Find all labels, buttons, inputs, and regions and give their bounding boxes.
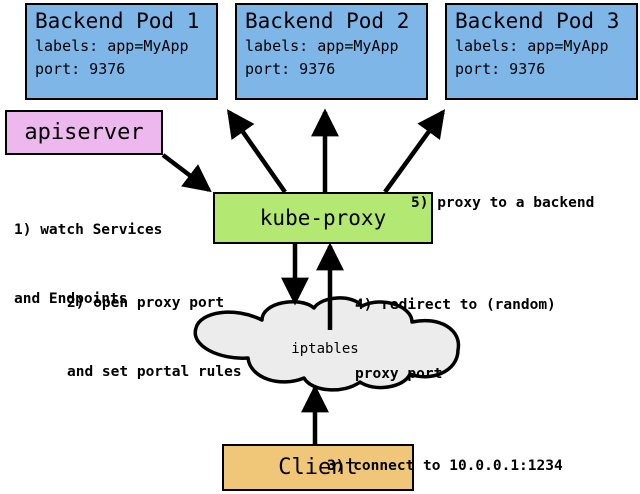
- arrow-kubeproxy-to-pod-1: [227, 109, 287, 194]
- step-5-label: 5) proxy to a backend: [411, 146, 594, 261]
- step-1-line-2: and Endpoints: [14, 291, 128, 307]
- step-4-label: 4) redirect to (random) proxy port: [355, 248, 556, 432]
- backend-pod-2[interactable]: Backend Pod 2 labels: app=MyApp port: 93…: [235, 3, 428, 100]
- step-2-line-1: 2) open proxy port: [67, 295, 225, 311]
- step-2-line-2: and set portal rules: [67, 364, 242, 380]
- step-1-line-1: 1) watch Services: [14, 222, 163, 238]
- apiserver-label: apiserver: [24, 120, 144, 145]
- backend-pod-2-port: port: 9376: [245, 60, 336, 78]
- arrow-kubeproxy-to-pod-3: [383, 109, 446, 194]
- backend-pod-1-port: port: 9376: [35, 60, 126, 78]
- backend-pod-2-title: Backend Pod 2: [245, 9, 410, 33]
- step-3-label: 3) connect to 10.0.0.1:1234: [327, 409, 563, 494]
- backend-pod-3-labels: labels: app=MyApp: [455, 37, 609, 55]
- backend-pod-1-title: Backend Pod 1: [35, 9, 200, 33]
- backend-pod-3-title: Backend Pod 3: [455, 9, 620, 33]
- step-2-label: 2) open proxy port and set portal rules: [67, 246, 242, 430]
- client-node[interactable]: Client: [222, 444, 414, 491]
- step-4-line-2: proxy port: [355, 366, 443, 382]
- apiserver-node[interactable]: apiserver: [5, 110, 163, 155]
- backend-pod-1-labels: labels: app=MyApp: [35, 37, 189, 55]
- kube-proxy-node[interactable]: kube-proxy: [213, 192, 433, 244]
- backend-pod-3[interactable]: Backend Pod 3 labels: app=MyApp port: 93…: [445, 3, 638, 100]
- backend-pod-2-labels: labels: app=MyApp: [245, 37, 399, 55]
- step-4-line-1: 4) redirect to (random): [355, 297, 556, 313]
- step-5-line-1: 5) proxy to a backend: [411, 195, 595, 211]
- iptables-label: iptables: [291, 341, 359, 357]
- backend-pod-3-port: port: 9376: [455, 60, 546, 78]
- step-1-label: 1) watch Services and Endpoints: [14, 173, 162, 357]
- kube-proxy-label: kube-proxy: [259, 206, 387, 230]
- arrow-apiserver-to-kubeproxy: [161, 153, 212, 193]
- client-label: Client: [278, 455, 358, 480]
- step-3-line-1: 3) connect to 10.0.0.1:1234: [327, 458, 563, 474]
- backend-pod-1[interactable]: Backend Pod 1 labels: app=MyApp port: 93…: [25, 3, 218, 100]
